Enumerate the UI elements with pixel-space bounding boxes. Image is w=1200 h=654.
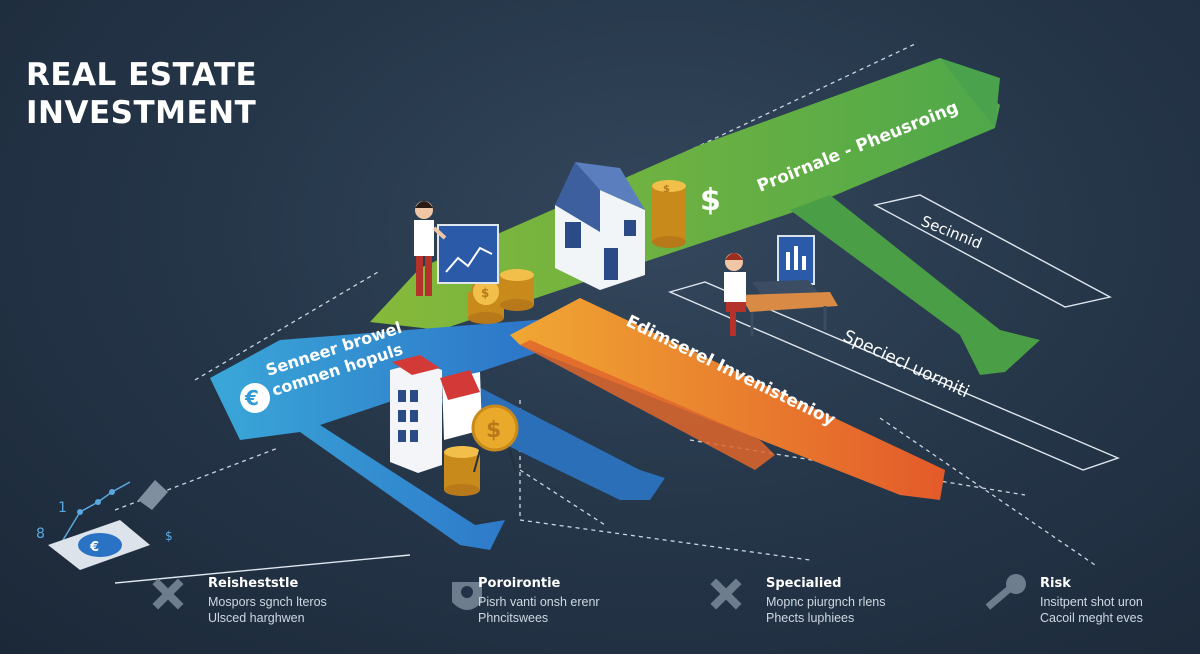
legend-title: Poroirontie <box>478 576 561 591</box>
legend-description: Mopnc piurgnch rlens Phects luphiees <box>766 594 886 626</box>
svg-text:$: $ <box>663 184 670 195</box>
legend-line: Mopnc piurgnch rlens <box>766 595 886 609</box>
svg-text:8: 8 <box>36 526 45 542</box>
presenter-illustration <box>414 201 499 296</box>
legend-item-4: Risk Insitpent shot uron Cacoil meght ev… <box>982 572 1200 632</box>
svg-text:1: 1 <box>58 500 67 516</box>
tools-icon <box>710 578 742 610</box>
title-line-1: REAL ESTATE <box>26 57 258 93</box>
analyst-illustration <box>724 235 838 336</box>
svg-text:€: € <box>89 540 99 555</box>
title-line-2: INVESTMENT <box>26 95 257 131</box>
box-special-outline <box>667 281 1120 471</box>
office-building-illustration <box>390 355 482 473</box>
dollar-symbol-green: $ <box>700 183 721 218</box>
legend-line: Mospors sgnch lteros <box>208 595 327 609</box>
legend-line: Cacoil meght eves <box>1040 611 1143 625</box>
tools-icon <box>152 578 184 610</box>
legend-line: Phects luphiees <box>766 611 855 625</box>
box-secinnid-outline <box>873 194 1112 308</box>
legend-title: Reisheststle <box>208 576 299 591</box>
legend-title: Specialied <box>766 576 842 591</box>
legend-description: Mospors sgnch lteros Ulsced harghwen <box>208 594 327 626</box>
coin-stack-3 <box>500 269 534 311</box>
legend-item-2: Poroirontie Pisrh vanti onsh erenr Phnci… <box>420 572 640 632</box>
legend-icons <box>152 574 1026 610</box>
house-illustration <box>555 162 645 290</box>
legend-item-3: Specialied Mopnc piurgnch rlens Phects l… <box>708 572 928 632</box>
key-coin-icon <box>985 574 1026 610</box>
coin-stack-5: $ <box>471 404 519 473</box>
page-title: REAL ESTATE INVESTMENT <box>26 56 257 132</box>
svg-text:$: $ <box>165 529 173 543</box>
legend-description: Insitpent shot uron Cacoil meght eves <box>1040 594 1143 626</box>
box-special-label: Speciecl uormiti <box>840 326 972 402</box>
legend-description: Pisrh vanti onsh erenr Phncitswees <box>478 594 600 626</box>
legend-title: Risk <box>1040 576 1071 591</box>
legend-item-1: Reisheststle Mospors sgnch lteros Ulsced… <box>150 572 370 632</box>
legend-line: Ulsced harghwen <box>208 611 305 625</box>
outline-frames <box>114 194 1120 584</box>
coin-stack-2: $ <box>468 277 504 324</box>
gear-shield-icon <box>452 582 482 610</box>
coin-stacks: $ $ $ <box>444 180 686 496</box>
legend-line: Insitpent shot uron <box>1040 595 1143 609</box>
coin-stack-1: $ <box>652 180 686 248</box>
legend-line: Phncitswees <box>478 611 549 625</box>
euro-symbol <box>240 383 270 413</box>
svg-text:$: $ <box>481 286 489 300</box>
network-money-illustration: 1 8 $ € <box>36 480 173 570</box>
legend-line: Pisrh vanti onsh erenr <box>478 595 600 609</box>
svg-text:€: € <box>244 386 259 410</box>
svg-text:$: $ <box>486 418 501 443</box>
